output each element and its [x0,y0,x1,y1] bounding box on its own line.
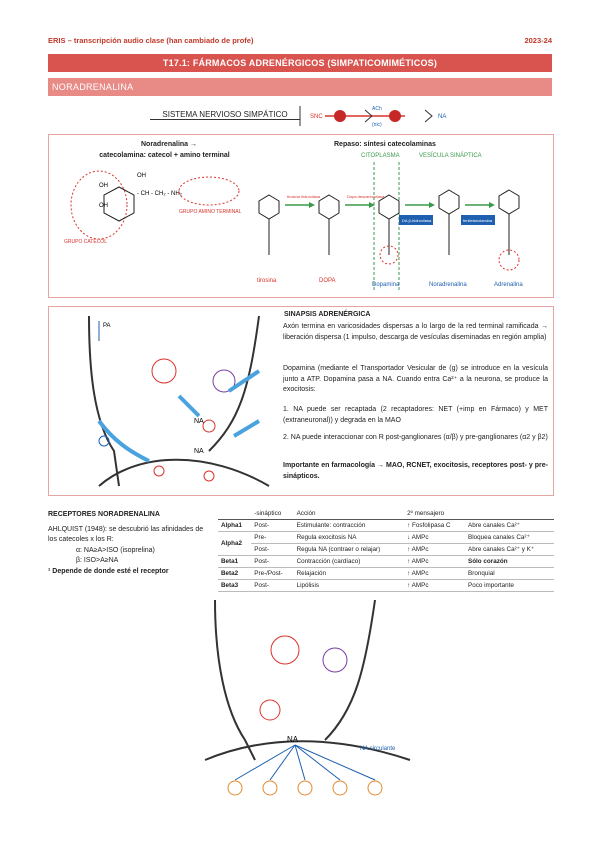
receptor-note: ¹ Depende de donde esté el receptor [48,567,213,578]
enzyme-1-label: tirosina hidroxilasa [287,194,321,199]
oh-1: OH [99,183,108,189]
table-cell: Contracción (cardíaco) [294,556,405,568]
receptors-heading: RECEPTORES NORADRENALINA [48,510,213,521]
sns-diagram: SISTEMA NERVIOSO SIMPÁTICO SNC ACh (nic)… [150,104,470,128]
sns-na-label: NA [438,114,446,120]
grupo-catecol-label: GRUPO CATECOL [64,239,107,245]
col-header: -sináptico [251,508,293,520]
table-cell: Sólo corazón [465,556,554,568]
beta-affinity: β: ISO>A≥NA [48,556,213,567]
repaso-title: Repaso: síntesi catecolaminas [334,141,436,148]
table-cell: Alpha1 [218,520,251,532]
page-title: T17.1: FÁRMACOS ADRENÉRGICOS (SIMPATICOM… [48,54,552,72]
alpha-affinity: α: NA≥A>ISO (isoprelina) [48,546,213,557]
table-cell: Poco importante [465,580,554,592]
table-cell: Beta3 [218,580,251,592]
dopa-label: DOPA [319,278,336,284]
enzyme-4-label: feniletanolamina [463,218,493,223]
col-header [218,508,251,520]
synapse-paragraph-2: Dopamina (mediante el Transportador Vesi… [283,364,548,398]
table-cell: Alpha2 [218,532,251,556]
na-label-lower: NA [194,448,204,455]
adrenalina-label: Adrenalina [494,282,523,288]
sns-snc-label: SNC [310,114,323,120]
table-row: Beta1 Post- Contracción (cardíaco) ↑ AMP… [218,556,554,568]
citoplasma-label: CITOPLASMA [361,153,400,159]
table-row: Post- Regula NA (contraer o relajar) ↑ A… [218,544,554,556]
table-cell: Post- [251,520,293,532]
table-row: Alpha2 Pre- Regula exocitosis NA ↓ AMPc … [218,532,554,544]
vesicula-label: VESÍCULA SINÁPTICA [419,153,482,159]
table-header-row: -sináptico Acción 2º mensajero [218,508,554,520]
receptors-text: RECEPTORES NORADRENALINA AHLQUIST (1948)… [48,510,213,577]
oh-2: OH [99,203,108,209]
table-cell: Post- [251,580,293,592]
enzyme-3-label: DA β-hidroxilasa [402,218,432,223]
table-row: Beta2 Pre-/Post- Relajación ↑ AMPc Bronq… [218,568,554,580]
table-cell: Relajación [294,568,405,580]
synapse-paragraph-4: 2. NA puede interaccionar con R post-gan… [283,433,548,455]
tirosina-label: tirosina [257,278,277,284]
table-cell: Post- [251,544,293,556]
header-right: 2023-24 [524,36,552,48]
noradrenalina-title-2: catecolamina: catecol + amino terminal [57,152,272,159]
noradrenaline-structure: OH OH OH - CH - CH₂ - NH₂ GRUPO CATECOL … [59,165,259,275]
pa-label: PA [103,323,111,329]
table-cell: Lipólisis [294,580,405,592]
ahlquist-text: AHLQUIST (1948): se descubrió las afinid… [48,525,213,546]
table-cell: ↑ AMPc [404,544,465,556]
table-cell: Bloquea canales Ca²⁺ [465,532,554,544]
sns-neuron-svg: SNC ACh (nic) NA [150,104,470,128]
table-cell: ↑ AMPc [404,580,465,592]
na-circulante-label: NA circulante [360,746,396,752]
table-cell: ↑ Fosfolipasa C [404,520,465,532]
sns-ach-label: ACh [372,106,382,112]
table-row: Alpha1 Post- Estimulante: contracción ↑ … [218,520,554,532]
table-row: Beta3 Post- Lipólisis ↑ AMPc Poco import… [218,580,554,592]
table-cell: Pre-/Post- [251,568,293,580]
table-cell: Abre canales Ca²⁺ [465,520,554,532]
table-cell: Post- [251,556,293,568]
bottom-na-label: NA [287,735,299,744]
sinapsis-heading: SINAPSIS ADRENÉRGICA [284,311,370,318]
col-header: Acción [294,508,405,520]
table-cell: Regula NA (contraer o relajar) [294,544,405,556]
dopamina-label: Dopamina [372,282,400,288]
page-header: ERIS – transcripción audio clase (han ca… [48,36,552,48]
side-chain: - CH - CH₂ - NH₂ [137,191,183,197]
table-cell: ↑ AMPc [404,568,465,580]
header-left: ERIS – transcripción audio clase (han ca… [48,36,253,48]
synapse-diagram: PA NA NA [59,311,289,491]
table-cell: Beta1 [218,556,251,568]
grupo-amino-label: GRUPO AMINO TERMINAL [179,209,242,215]
catecholamine-box: Noradrenalina → catecolamina: catecol + … [48,134,554,298]
oh-3: OH [137,173,146,179]
col-header [465,508,554,520]
sns-nic-label: (nic) [372,122,382,128]
section-title: NORADRENALINA [48,78,552,96]
table-cell: Abre canales Ca²⁺ y K⁺ [465,544,554,556]
table-cell: Pre- [251,532,293,544]
synthesis-pathway-svg: DA β-hidroxilasa feniletanolamina tirosi… [249,160,549,295]
synapse-paragraph-3: 1. NA puede ser recaptada (2 recaptadore… [283,405,548,427]
noradrenalina-title-1: Noradrenalina → [119,141,219,148]
receptor-synapse-diagram: NA NA circulante [175,600,415,830]
noradrenalina-label: Noradrenalina [429,282,467,288]
table-cell: ↑ AMPc [404,556,465,568]
table-cell: Beta2 [218,568,251,580]
table-cell: Bronquial [465,568,554,580]
receptors-table: -sináptico Acción 2º mensajero Alpha1 Po… [218,508,554,592]
table-cell: ↓ AMPc [404,532,465,544]
synapse-paragraph-1: Axón termina en varicosidades dispersas … [283,322,548,356]
table-cell: Regula exocitosis NA [294,532,405,544]
col-header: 2º mensajero [404,508,465,520]
na-label-upper: NA [194,418,204,425]
table-cell: Estimulante: contracción [294,520,405,532]
enzyme-2-label: Dopa descarboxilasa [347,194,385,199]
synapse-paragraph-5: Importante en farmacología → MAO, RCNET,… [283,461,548,483]
